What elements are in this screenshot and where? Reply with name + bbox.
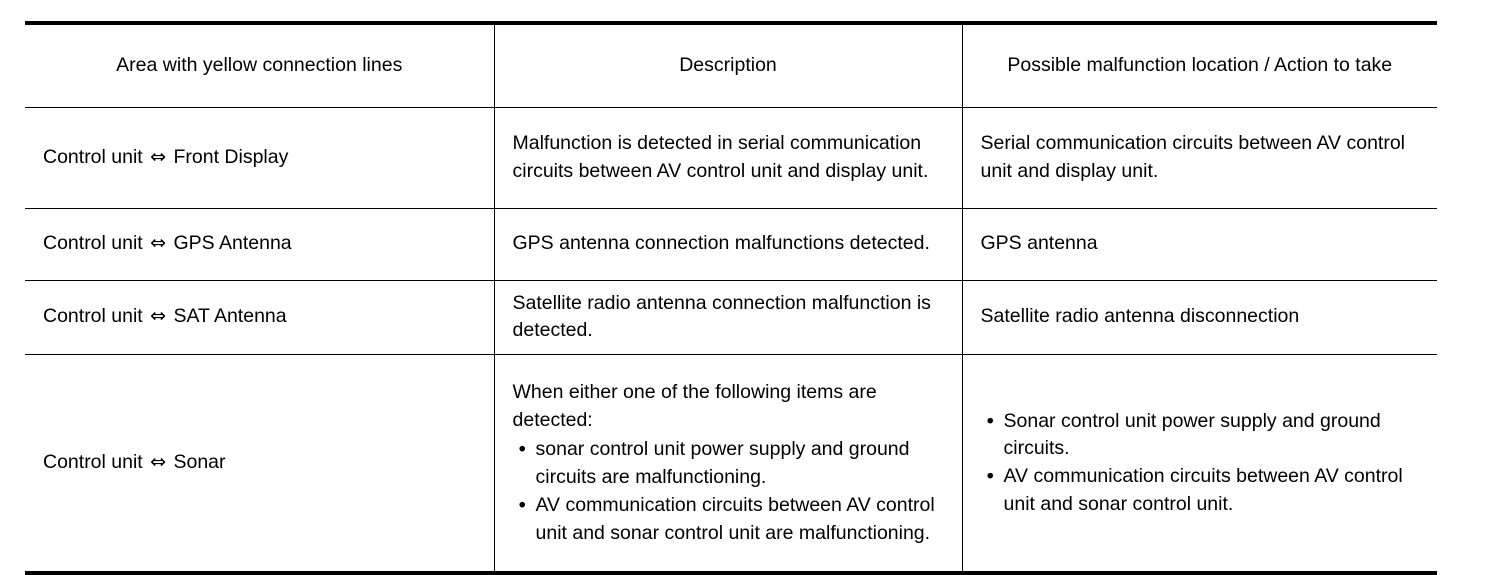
cell-action-gps-antenna: GPS antenna [962,208,1437,281]
table-row: Control unit ⇔ SAT Antenna Satellite rad… [25,280,1437,355]
action-text: Serial communication circuits between AV… [980,131,1406,182]
area-suffix-text: Sonar [173,451,226,474]
list-item-text: AV communication circuits between AV con… [535,493,935,544]
area-prefix-text: Control unit [43,451,143,474]
description-text: Satellite radio antenna connection malfu… [512,291,931,342]
description-text: Malfunction is detected in serial commun… [512,131,929,182]
action-text: GPS antenna [980,232,1098,255]
double-arrow-icon: ⇔ [150,232,167,255]
column-header-description: Description [494,23,963,108]
action-text: Satellite radio antenna disconnection [980,305,1300,328]
action-sonar-block: • Sonar control unit power supply and gr… [963,399,1438,528]
list-item: • AV communication circuits between AV c… [981,463,1422,518]
list-item: • AV communication circuits between AV c… [513,492,946,547]
cell-description-sonar: When either one of the following items a… [494,354,963,574]
area-label-gps-antenna: Control unit ⇔ GPS Antenna [25,216,494,272]
description-text: GPS antenna connection malfunctions dete… [512,232,930,255]
bullet-icon: • [984,465,997,489]
list-item: • Sonar control unit power supply and gr… [981,408,1422,463]
list-item-text: sonar control unit power supply and grou… [535,438,910,489]
cell-area-sonar: Control unit ⇔ Sonar [25,354,495,574]
cell-action-sonar: • Sonar control unit power supply and gr… [962,354,1437,573]
cell-action-front-display: Serial communication circuits between AV… [962,107,1437,209]
bullet-icon: • [516,493,529,517]
diagnosis-table: Area with yellow connection lines Descri… [25,21,1437,575]
area-prefix-text: Control unit [43,145,143,168]
table-row: Control unit ⇔ Front Display Malfunction… [25,107,1437,209]
area-suffix-text: Front Display [173,145,289,168]
area-suffix-text: GPS Antenna [173,232,292,255]
area-label-front-display: Control unit ⇔ Front Display [25,130,494,186]
area-prefix-text: Control unit [43,232,143,255]
bullet-icon: • [984,409,997,433]
table-header-row: Area with yellow connection lines Descri… [25,23,1437,108]
area-prefix-text: Control unit [43,305,143,328]
double-arrow-icon: ⇔ [150,145,167,168]
description-intro-text: When either one of the following items a… [512,381,877,431]
table-row: Control unit ⇔ GPS Antenna GPS antenna c… [25,208,1437,281]
bullet-icon: • [516,438,529,462]
table-header: Area with yellow connection lines Descri… [25,23,1437,108]
cell-description-front-display: Malfunction is detected in serial commun… [494,107,963,209]
column-header-action: Possible malfunction location / Action t… [962,23,1437,108]
cell-action-sat-antenna: Satellite radio antenna disconnection [962,280,1437,355]
action-bullet-list: • Sonar control unit power supply and gr… [981,408,1422,519]
table-body: Control unit ⇔ Front Display Malfunction… [25,107,1437,574]
cell-area-front-display: Control unit ⇔ Front Display [25,107,495,209]
table-row: Control unit ⇔ Sonar When either one of … [25,354,1437,574]
double-arrow-icon: ⇔ [150,305,167,328]
diagnosis-table-container: Area with yellow connection lines Descri… [25,21,1437,575]
column-header-area-text: Area with yellow connection lines [116,54,403,77]
list-item-text: Sonar control unit power supply and grou… [1003,409,1381,460]
column-header-area: Area with yellow connection lines [25,23,495,108]
cell-area-gps-antenna: Control unit ⇔ GPS Antenna [25,208,495,281]
area-label-sat-antenna: Control unit ⇔ SAT Antenna [25,289,494,345]
cell-description-sat-antenna: Satellite radio antenna connection malfu… [494,280,963,355]
list-item-text: AV communication circuits between AV con… [1003,465,1403,515]
cell-area-sat-antenna: Control unit ⇔ SAT Antenna [25,280,495,355]
area-suffix-text: SAT Antenna [173,305,287,328]
cell-description-gps-antenna: GPS antenna connection malfunctions dete… [494,208,963,281]
list-item: • sonar control unit power supply and gr… [513,436,946,491]
area-label-sonar: Control unit ⇔ Sonar [25,435,494,491]
column-header-description-text: Description [679,54,777,77]
column-header-action-text: Possible malfunction location / Action t… [1007,54,1393,77]
double-arrow-icon: ⇔ [150,451,167,474]
description-bullet-list: • sonar control unit power supply and gr… [513,436,946,547]
description-sonar-block: When either one of the following items a… [495,370,962,556]
